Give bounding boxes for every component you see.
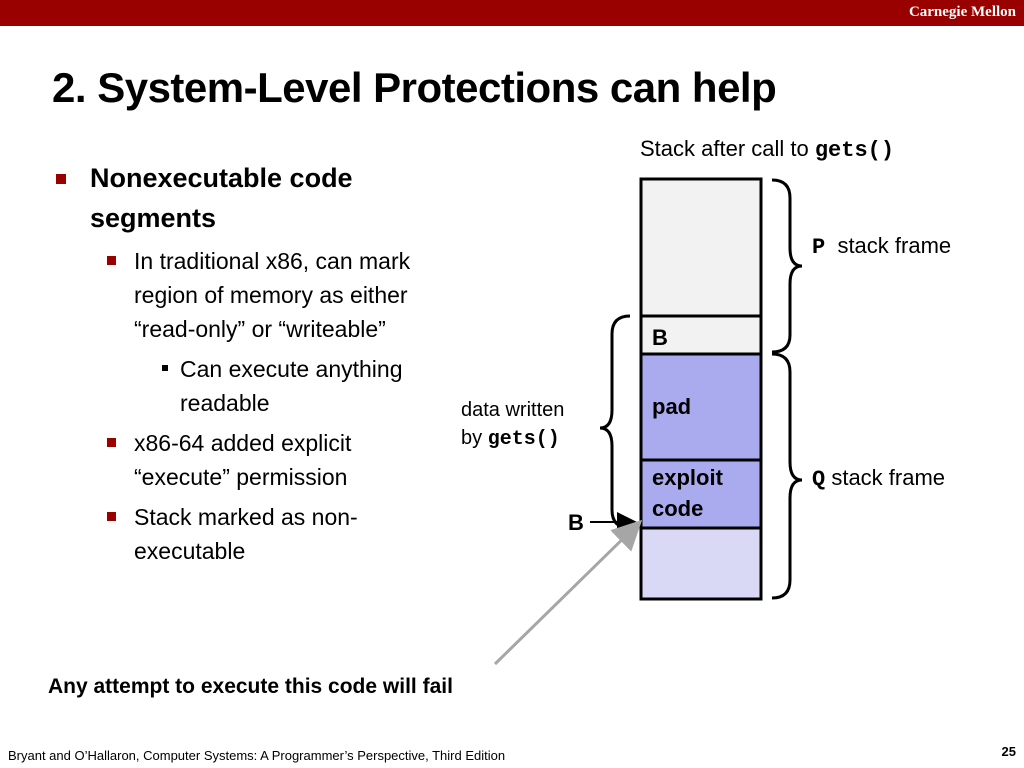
cell-label-pad: pad <box>652 394 692 419</box>
sub-bullet-x86-64: x86-64 added explicit “execute” permissi… <box>50 426 470 494</box>
bullet-text-line: segments <box>90 203 217 233</box>
sub-bullet-traditional: In traditional x86, can mark region of m… <box>50 244 470 346</box>
q-frame-brace <box>771 352 803 600</box>
q-frame-text: stack frame <box>831 465 946 490</box>
bullet-text-line: region of memory as either <box>134 282 408 308</box>
stack-caption-code: gets() <box>814 138 895 163</box>
brand-name: Carnegie Mellon <box>908 4 1016 20</box>
bullet-text-line: executable <box>134 538 246 564</box>
stack-cell-b <box>639 314 763 356</box>
p-frame-label: P stack frame <box>812 233 951 260</box>
bullet-text-line: Stack marked as non- <box>134 504 358 530</box>
bullet-nonexecutable: Nonexecutable code segments <box>50 158 470 238</box>
data-written-brace <box>599 314 631 530</box>
cell-label-exploit: exploit code <box>652 462 723 524</box>
data-written-code: gets() <box>487 428 560 451</box>
p-frame-text: stack frame <box>837 233 952 258</box>
pointer-b-label: B <box>568 510 584 535</box>
cell-label-b: B <box>652 325 668 350</box>
p-frame-code: P <box>812 235 826 260</box>
stack-cell-exploit <box>639 458 763 530</box>
header-bar: Carnegie Mellon <box>0 0 1024 26</box>
bullet-text-line: Nonexecutable code <box>90 163 353 193</box>
square-bullet-icon <box>56 174 66 184</box>
footer-citation: Bryant and O’Hallaron, Computer Systems:… <box>8 748 506 763</box>
cell-label-line: exploit <box>652 465 723 490</box>
bullet-text-line: readable <box>180 390 270 416</box>
stack-caption: Stack after call to gets() <box>640 136 894 163</box>
square-bullet-icon <box>162 365 168 371</box>
fail-arrow <box>493 519 643 666</box>
bullet-text-line: “read-only” or “writeable” <box>134 316 386 342</box>
p-frame-brace <box>771 178 803 354</box>
square-bullet-icon <box>107 438 116 447</box>
sub-bullet-stack: Stack marked as non- executable <box>50 500 470 568</box>
warning-text: Any attempt to execute this code will fa… <box>48 675 453 698</box>
bullet-text-line: Can execute anything <box>180 356 403 382</box>
page-number: 25 <box>1001 744 1016 759</box>
sub-sub-bullet-readable: Can execute anything readable <box>50 352 470 420</box>
data-written-line-2: by gets() <box>461 424 564 454</box>
bullet-list: Nonexecutable code segments In tradition… <box>50 158 470 568</box>
data-written-line: data written <box>461 399 565 421</box>
bullet-text-line: “execute” permission <box>134 464 348 490</box>
data-written-prefix: by <box>461 427 488 449</box>
stack-caption-text: Stack after call to <box>640 136 815 161</box>
stack-cell-top <box>639 177 763 318</box>
data-written-label: data written by gets() <box>461 396 564 454</box>
slide-title: 2. System-Level Protections can help <box>52 64 777 111</box>
stack-cell-bottom <box>639 526 763 601</box>
square-bullet-icon <box>107 512 116 521</box>
q-frame-label: Q stack frame <box>812 465 945 492</box>
square-bullet-icon <box>107 256 116 265</box>
cell-label-line: code <box>652 496 704 521</box>
stack-cell-pad <box>639 352 763 462</box>
bullet-text-line: In traditional x86, can mark <box>134 248 411 274</box>
q-frame-code: Q <box>812 467 826 492</box>
bullet-text-line: x86-64 added explicit <box>134 430 352 456</box>
